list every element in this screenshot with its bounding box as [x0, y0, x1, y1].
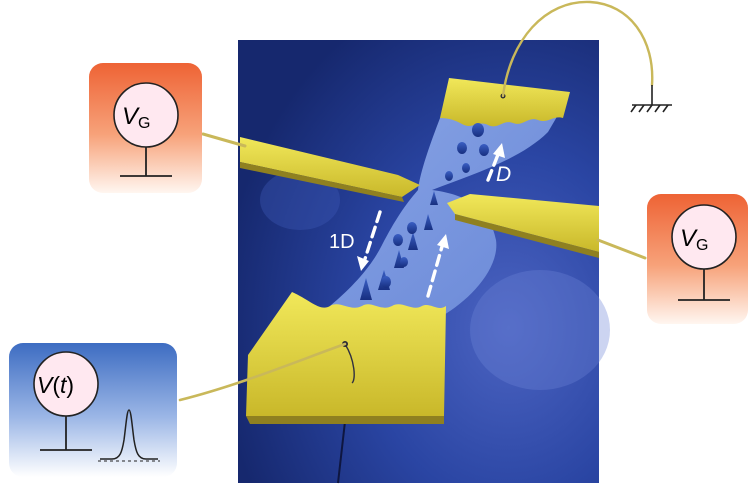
arrow-head-down-left: [357, 256, 369, 271]
gate-left-label: VG: [122, 103, 150, 132]
source-lead: [178, 342, 347, 402]
ground-wire: [501, 0, 654, 98]
left-gate-lead: [201, 132, 247, 148]
left-gate-finger: [240, 137, 420, 197]
arrow-head-up-center: [437, 234, 449, 249]
gate-voltage-box-left: VG: [89, 63, 202, 193]
wires: [178, 0, 654, 402]
label-1d: 1D: [329, 231, 355, 253]
arrow-head-up-right: [493, 143, 505, 158]
lower-metal-pad: [246, 292, 446, 416]
ground-icon: [630, 85, 672, 113]
device-panel: 1D D: [238, 40, 610, 484]
quantum-dots: [360, 123, 489, 300]
label-d: D: [496, 163, 511, 186]
transport-arrows: [362, 150, 501, 298]
source-label: V(t): [37, 372, 74, 398]
gate-voltage-box-right: VG: [647, 194, 748, 324]
right-gate-lead: [596, 238, 647, 260]
gate-right-label: VG: [680, 225, 708, 254]
source-voltage-box: V(t): [9, 343, 177, 477]
pulse-waveform-icon: [98, 409, 160, 462]
right-gate-finger: [447, 194, 599, 252]
upper-metal-pad: [440, 78, 570, 127]
channel-plate: [330, 98, 565, 316]
